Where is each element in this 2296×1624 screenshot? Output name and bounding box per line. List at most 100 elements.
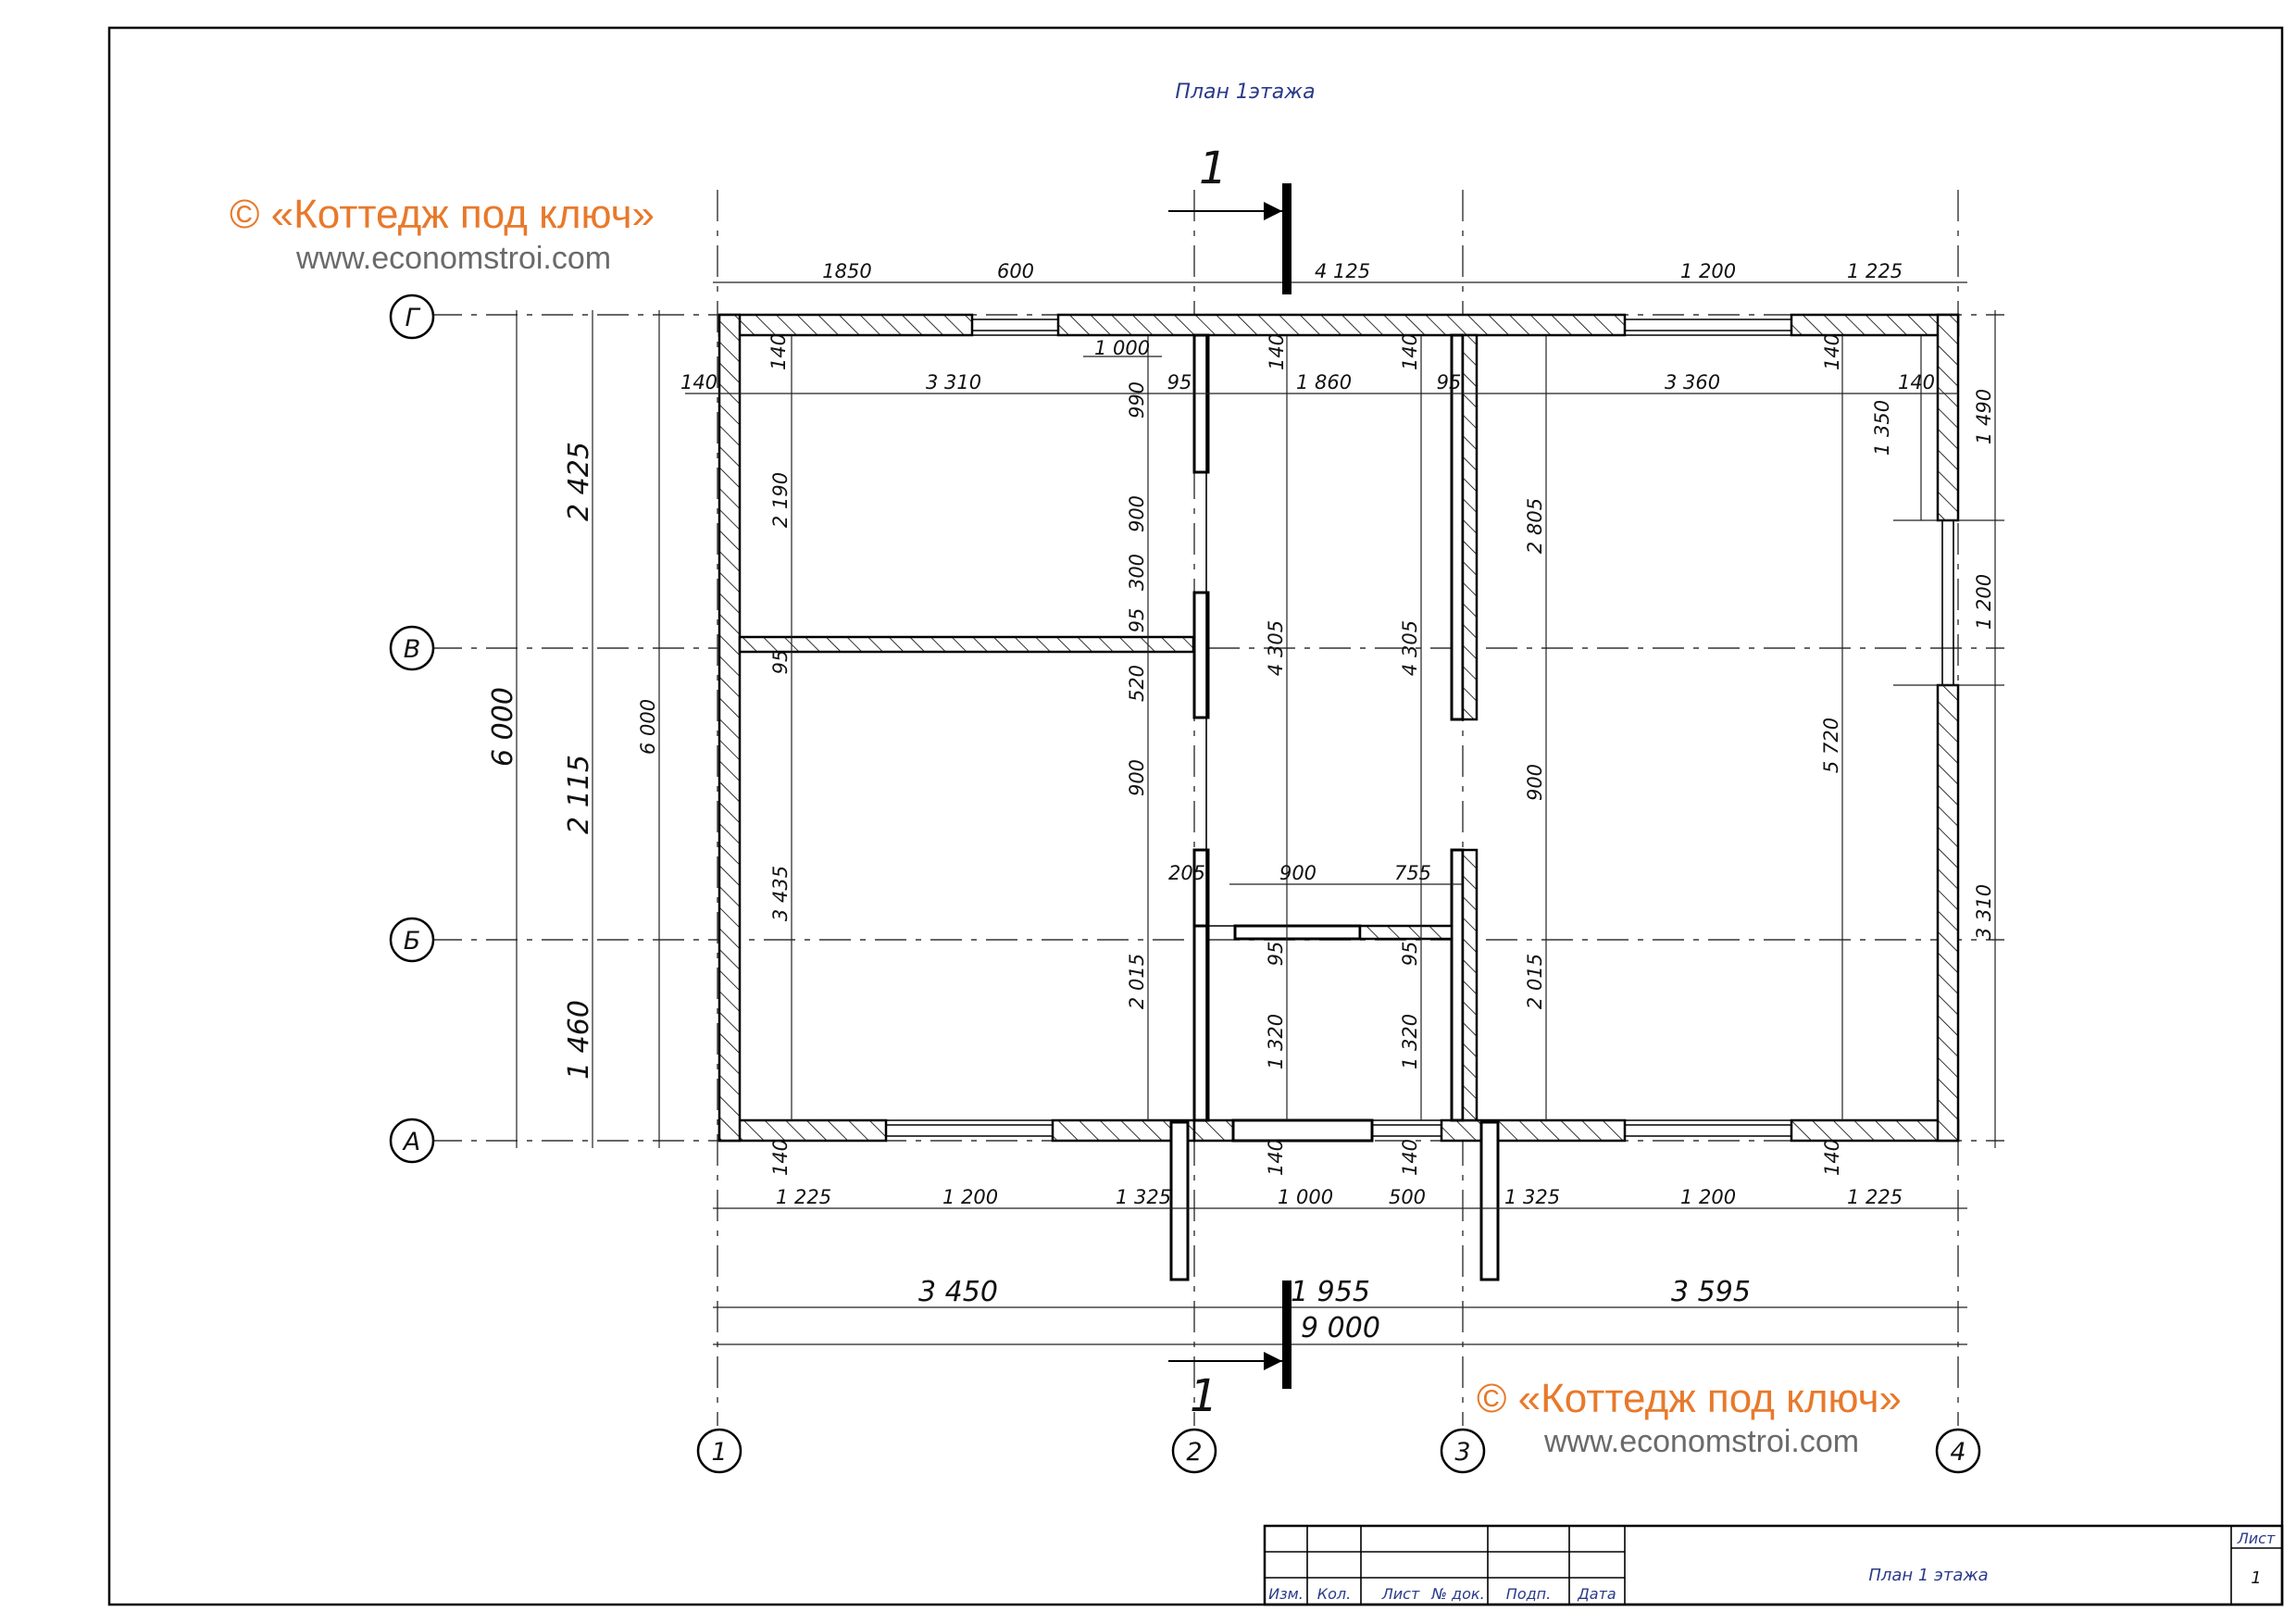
svg-text:Б: Б — [404, 927, 421, 956]
svg-text:140: 140 — [1266, 333, 1288, 370]
svg-text:140: 140 — [1265, 1139, 1287, 1176]
svg-text:1 490: 1 490 — [1973, 389, 1995, 444]
svg-text:1 225: 1 225 — [1847, 1186, 1903, 1208]
svg-text:2 115: 2 115 — [563, 755, 595, 834]
axis-grid — [430, 190, 2004, 1426]
svg-text:2 015: 2 015 — [1524, 954, 1546, 1009]
svg-text:140: 140 — [1898, 371, 1935, 394]
svg-text:3: 3 — [1454, 1438, 1470, 1467]
svg-text:1 200: 1 200 — [1973, 574, 1995, 630]
title-block: Изм. Кол. Лист № док. Подп. Дата План 1 … — [1263, 1524, 2284, 1606]
svg-text:3 435: 3 435 — [769, 866, 792, 921]
svg-text:4 305: 4 305 — [1265, 620, 1287, 676]
svg-text:1 000: 1 000 — [1094, 337, 1150, 359]
svg-text:140: 140 — [769, 1139, 792, 1176]
svg-text:1 325: 1 325 — [1504, 1186, 1560, 1208]
svg-text:900: 900 — [1126, 759, 1148, 796]
stamp-col-list: Лист — [1381, 1585, 1420, 1603]
dims-interior: 140 140 3 310 1 000 95 140 1 860 140 95 … — [680, 333, 1935, 1176]
section-marker-top: 1 — [1168, 143, 1292, 294]
section-marker-bottom: 1 — [1168, 1280, 1292, 1422]
axis-bubble-col-1: 1 — [696, 1428, 742, 1474]
stamp-title: План 1 этажа — [1868, 1566, 1988, 1585]
dim-top-1850: 1850 — [822, 260, 871, 282]
stamp-col-data: Дата — [1577, 1585, 1616, 1603]
svg-text:А: А — [402, 1128, 420, 1156]
dim-total-width: 9 000 — [1301, 1312, 1380, 1344]
walls — [718, 313, 1960, 1281]
dimension-lines — [516, 281, 2004, 1345]
axis-bubble-col-2: 2 — [1171, 1428, 1217, 1474]
svg-text:3 310: 3 310 — [1973, 884, 1995, 940]
svg-text:1 320: 1 320 — [1265, 1014, 1287, 1069]
axis-bubble-row-b: Б — [389, 917, 435, 963]
svg-text:3 360: 3 360 — [1665, 371, 1720, 394]
dims-bottom-row2: 3 450 1 955 3 595 9 000 — [918, 1276, 1751, 1344]
svg-text:140: 140 — [1399, 333, 1421, 370]
svg-text:1 225: 1 225 — [776, 1186, 831, 1208]
dims-top: 1850 600 4 125 1 200 1 225 — [822, 260, 1903, 282]
stamp-col-izm: Изм. — [1268, 1585, 1304, 1603]
dim-top-1225: 1 225 — [1847, 260, 1903, 282]
svg-text:2: 2 — [1186, 1438, 1202, 1467]
drawing-frame — [107, 26, 2284, 1606]
watermark-title-top: © «Коттедж под ключ» — [230, 192, 655, 237]
svg-text:900: 900 — [1524, 764, 1546, 801]
svg-text:3 595: 3 595 — [1671, 1276, 1751, 1308]
stamp-sheet-label: Лист — [2237, 1530, 2276, 1547]
svg-text:1 325: 1 325 — [1116, 1186, 1171, 1208]
svg-text:95: 95 — [1265, 942, 1287, 967]
svg-text:3 450: 3 450 — [918, 1276, 998, 1308]
dim-top-600: 600 — [997, 260, 1034, 282]
svg-text:1: 1 — [711, 1438, 727, 1467]
svg-text:520: 520 — [1126, 665, 1148, 702]
svg-text:В: В — [404, 635, 421, 664]
svg-text:95: 95 — [1167, 371, 1192, 394]
stamp-col-podp: Подп. — [1506, 1585, 1551, 1603]
svg-text:1 460: 1 460 — [563, 1000, 595, 1080]
stamp-col-kol: Кол. — [1317, 1585, 1351, 1603]
svg-text:300: 300 — [1126, 554, 1148, 591]
axis-bubble-row-v: В — [389, 625, 435, 671]
svg-text:95: 95 — [1437, 371, 1462, 394]
svg-text:1 320: 1 320 — [1399, 1014, 1421, 1069]
axis-bubble-col-3: 3 — [1440, 1428, 1486, 1474]
svg-text:140: 140 — [1821, 333, 1843, 370]
plan-title: План 1этажа — [1175, 81, 1315, 104]
svg-text:Г: Г — [405, 304, 420, 332]
stamp-sheet-number: 1 — [2251, 1568, 2261, 1588]
stamp-col-doc: № док. — [1430, 1585, 1484, 1603]
dim-left-inner: 6 000 — [637, 699, 659, 755]
svg-text:95: 95 — [1399, 942, 1421, 967]
svg-text:95: 95 — [1126, 608, 1148, 633]
dim-top-1200: 1 200 — [1680, 260, 1736, 282]
svg-text:3 310: 3 310 — [926, 371, 981, 394]
svg-text:95: 95 — [769, 650, 792, 675]
svg-text:140: 140 — [1821, 1139, 1843, 1176]
svg-text:140: 140 — [1399, 1139, 1421, 1176]
svg-text:1 000: 1 000 — [1278, 1186, 1333, 1208]
svg-text:500: 500 — [1389, 1186, 1426, 1208]
svg-text:1 200: 1 200 — [1680, 1186, 1736, 1208]
svg-text:205: 205 — [1168, 862, 1205, 884]
dims-right: 1 490 1 200 3 310 — [1973, 389, 1995, 940]
svg-text:1: 1 — [1199, 143, 1228, 194]
axis-bubble-col-4: 4 — [1935, 1428, 1981, 1474]
svg-text:1 955: 1 955 — [1291, 1276, 1370, 1308]
dims-bottom-row1: 1 225 1 200 1 325 1 000 500 1 325 1 200 … — [776, 1186, 1903, 1208]
dim-top-4125: 4 125 — [1315, 260, 1370, 282]
svg-text:2 190: 2 190 — [769, 472, 792, 528]
axis-bubble-row-g: Г — [389, 294, 435, 340]
watermark-url-top: www.economstroi.com — [295, 241, 611, 276]
axis-bubble-row-a: А — [389, 1118, 435, 1164]
dims-left: 6 000 2 425 2 115 1 460 6 000 — [487, 442, 659, 1080]
svg-text:4: 4 — [1950, 1438, 1965, 1467]
svg-text:2 015: 2 015 — [1126, 954, 1148, 1009]
watermark-title-bottom: © «Коттедж под ключ» — [1477, 1376, 1902, 1421]
svg-text:1 860: 1 860 — [1296, 371, 1352, 394]
svg-text:1 200: 1 200 — [942, 1186, 998, 1208]
svg-text:2 425: 2 425 — [563, 442, 595, 521]
svg-text:1 350: 1 350 — [1871, 400, 1893, 456]
watermark-url-bottom: www.economstroi.com — [1543, 1424, 1859, 1459]
